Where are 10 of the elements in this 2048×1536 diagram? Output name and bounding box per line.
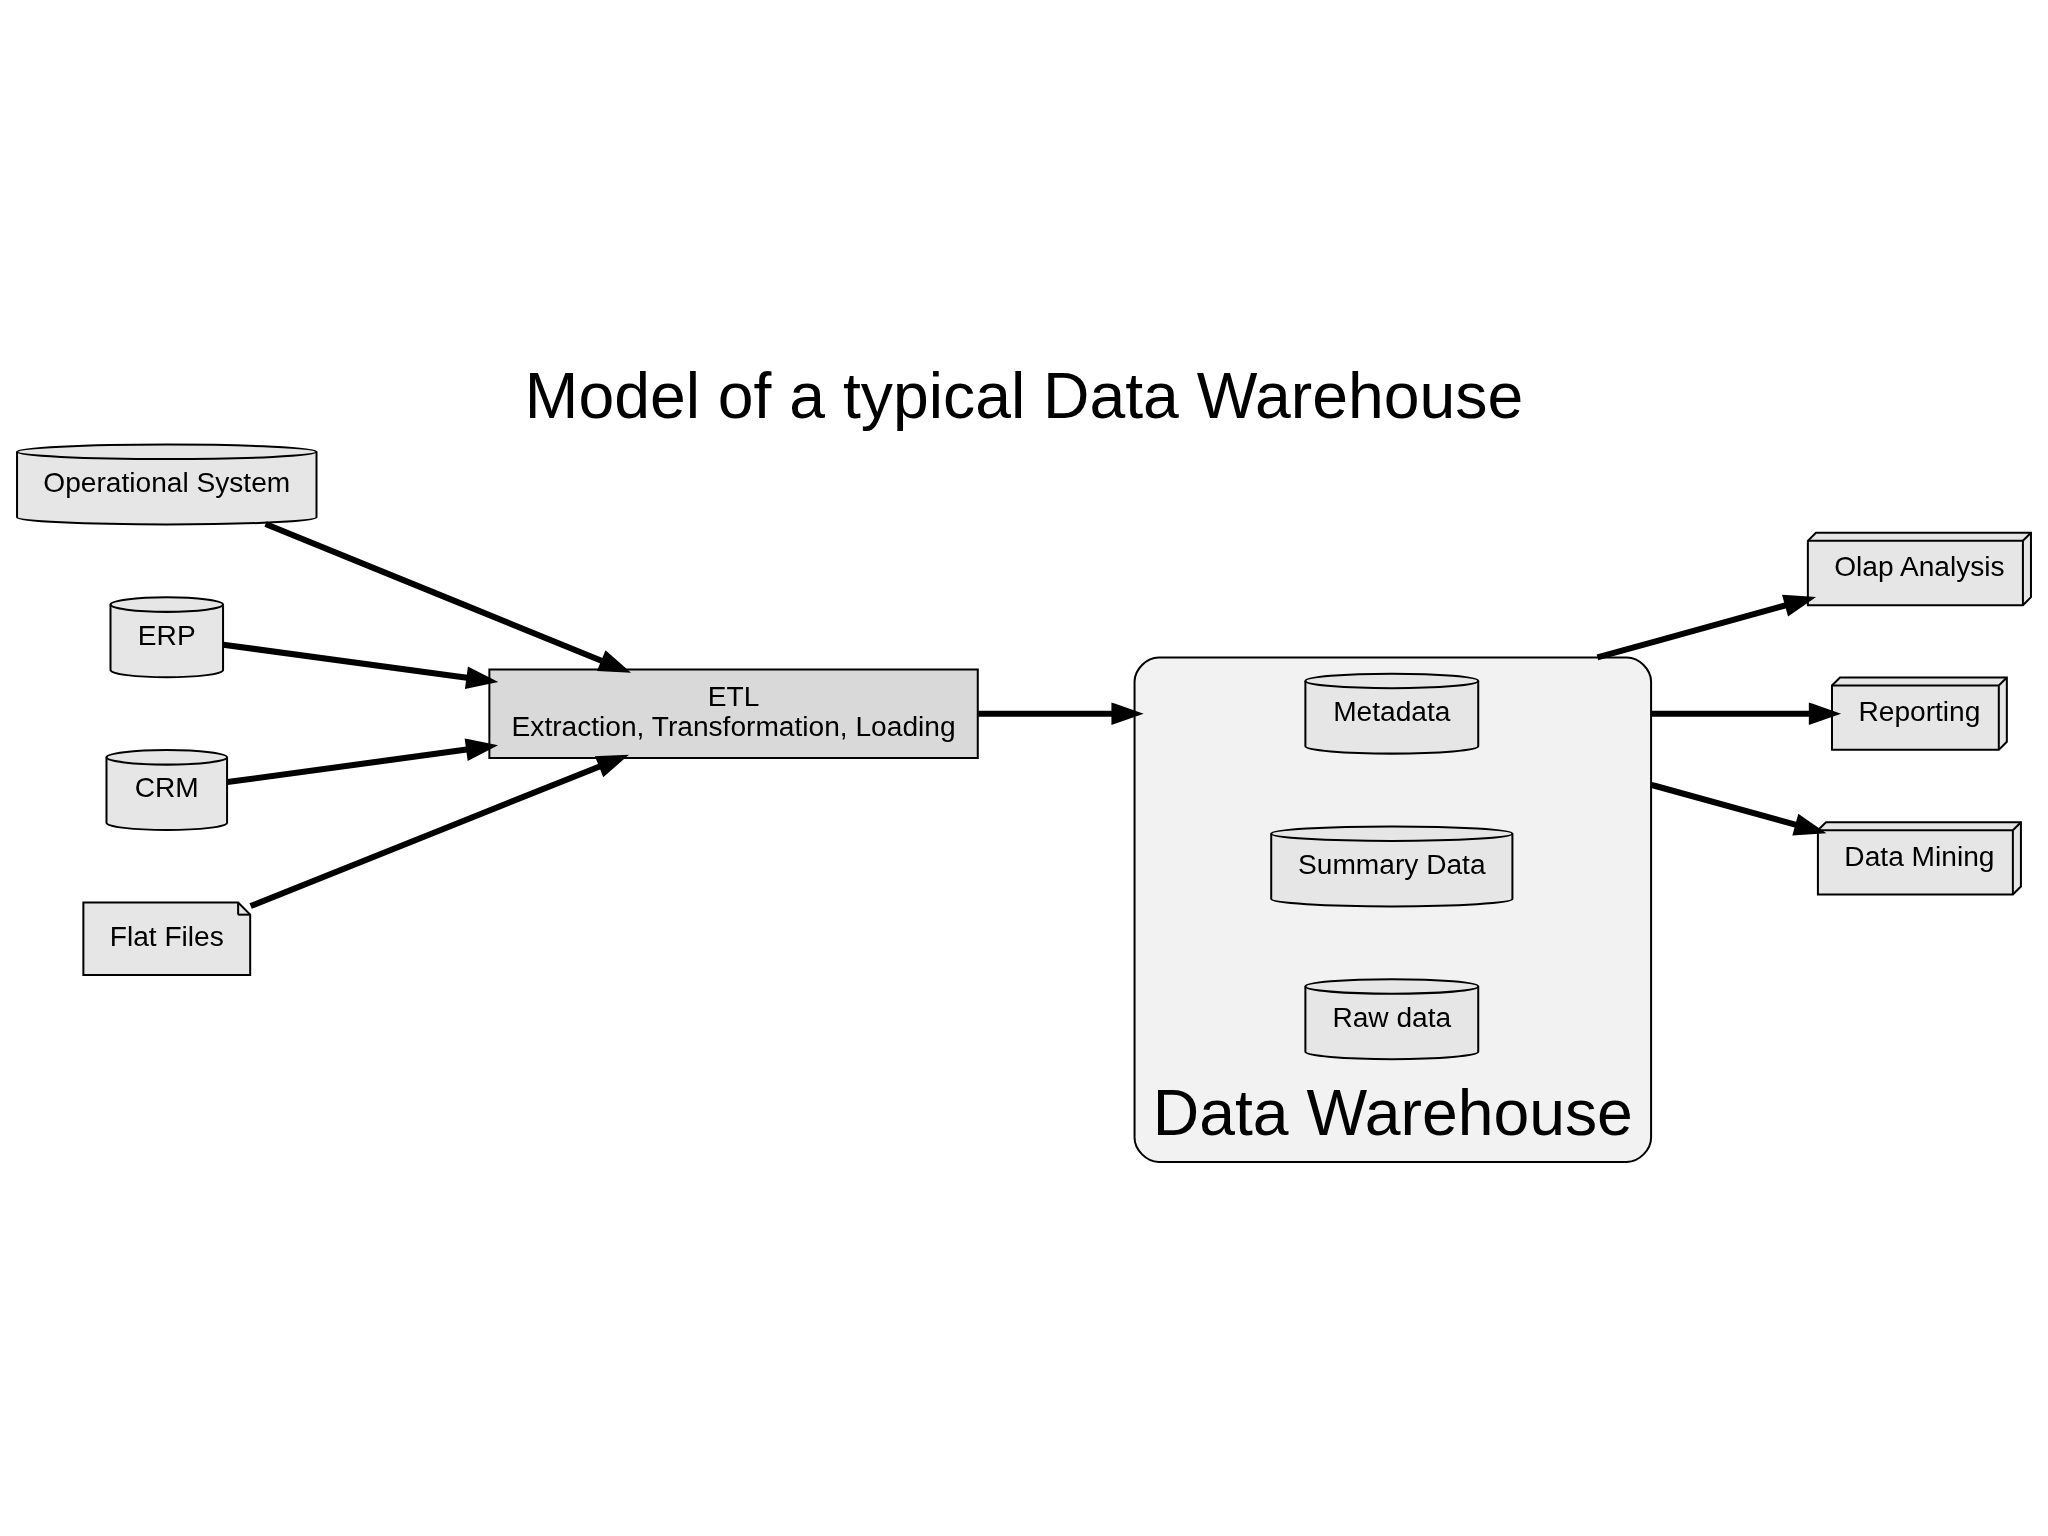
diagram-title: Model of a typical Data Warehouse <box>524 359 1524 432</box>
arrow <box>1650 781 1827 836</box>
arrow <box>978 702 1144 725</box>
arrow <box>222 641 499 689</box>
arrow <box>227 738 499 786</box>
arrow <box>264 521 632 673</box>
arrow <box>1651 702 1842 725</box>
arrow <box>249 754 629 909</box>
arrow <box>1596 594 1817 661</box>
node-box: ETL Extraction, Transformation, Loading <box>488 668 979 759</box>
